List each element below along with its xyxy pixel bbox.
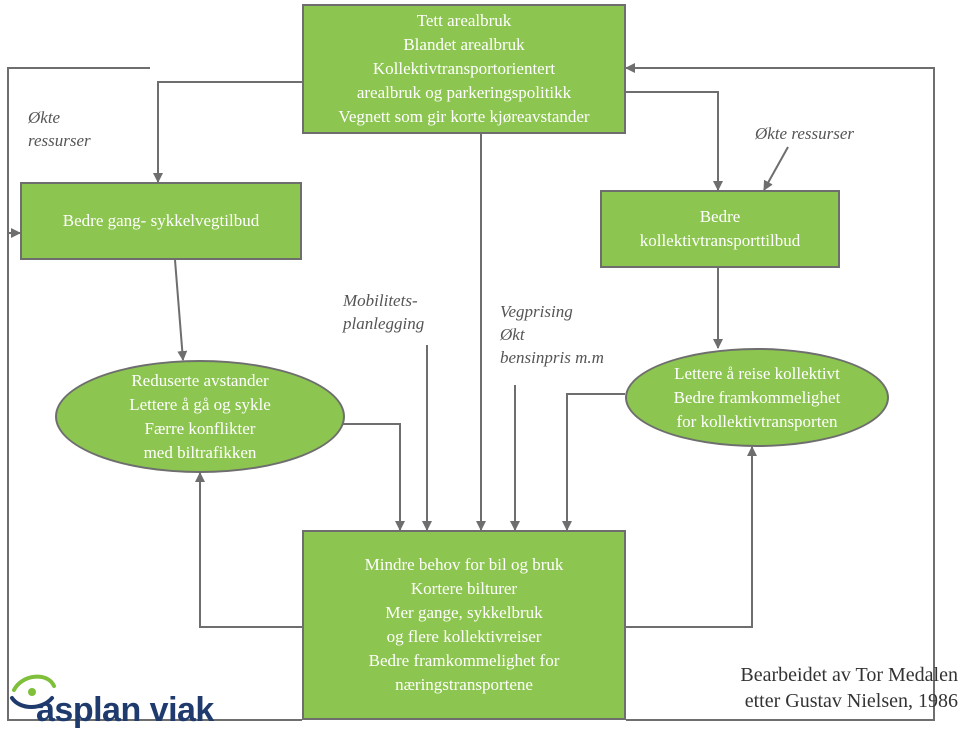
box-arealbruk-line: arealbruk og parkeringspolitikk xyxy=(356,83,572,102)
box-arealbruk-line: Tett arealbruk xyxy=(416,11,512,30)
box-arealbruk-line: Vegnett som gir korte kjøreavstander xyxy=(338,107,590,126)
arrow-left-to-oval xyxy=(174,259,188,361)
box-arealbruk: Tett arealbruk Blandet arealbruk Kollekt… xyxy=(302,4,626,134)
oval-left-line: Færre konflikter xyxy=(144,418,256,438)
box-arealbruk-line: Kollektivtransportorientert xyxy=(372,59,556,78)
box-gang-sykkel: Bedre gang- sykkelvegtilbud xyxy=(20,182,302,260)
feedback-loop-left xyxy=(7,67,302,721)
box-arealbruk-line: Blandet arealbruk xyxy=(403,35,525,54)
box-kollektiv-line: Bedre xyxy=(699,207,741,226)
asplan-viak-logo-text: asplan viak xyxy=(36,691,214,729)
note-okte-ressurser-left: Økte ressurser xyxy=(28,106,91,152)
note-line: Økte ressurser xyxy=(755,124,854,143)
credit-line: Bearbeidet av Tor Medalen xyxy=(740,664,958,686)
arrow-top-to-left xyxy=(153,81,302,183)
note-line: Økte xyxy=(28,108,61,127)
box-kollektiv-line: kollektivtransporttilbud xyxy=(639,231,801,250)
box-kollektiv: Bedre kollektivtransporttilbud xyxy=(600,190,840,268)
note-vegprising: Vegprising Økt bensinpris m.m xyxy=(500,300,604,369)
note-okte-ressurser-right: Økte ressurser xyxy=(755,122,854,145)
asplan-viak-logo-mark xyxy=(10,674,56,709)
note-line: bensinpris m.m xyxy=(500,348,604,367)
oval-left-line: Reduserte avstander xyxy=(131,370,269,390)
note-line: Mobilitets- xyxy=(343,291,418,310)
note-line: Vegprising xyxy=(500,302,573,321)
arrow-bottom-to-oval-right xyxy=(626,446,757,628)
oval-left-line: med biltrafikken xyxy=(143,442,257,462)
box-mindre-behov: Mindre behov for bil og bruk Kortere bil… xyxy=(302,530,626,720)
arrow-bottom-to-oval-left xyxy=(195,472,302,628)
box-mindre-behov-line: Kortere bilturer xyxy=(410,579,518,598)
credit-line: etter Gustav Nielsen, 1986 xyxy=(744,690,958,712)
note-mobilitetsplanlegging: Mobilitets- planlegging xyxy=(343,289,424,335)
box-mindre-behov-line: næringstransportene xyxy=(395,675,533,694)
note-line: planlegging xyxy=(343,314,425,333)
arrow-oval-right-to-bottom xyxy=(562,393,625,531)
oval-right-line: Lettere å reise kollektivt xyxy=(674,363,840,383)
oval-lettere-kollektivt: Lettere å reise kollektivt Bedre framkom… xyxy=(625,348,889,447)
note-line: Økt xyxy=(500,325,525,344)
arrow-top-to-right xyxy=(626,91,723,191)
credit-text: Bearbeidet av Tor Medalen etter Gustav N… xyxy=(740,662,958,714)
oval-right-line: for kollektivtransporten xyxy=(676,411,838,431)
oval-right-line: Bedre framkommelighet xyxy=(673,387,841,407)
box-gang-sykkel-line: Bedre gang- sykkelvegtilbud xyxy=(62,211,260,230)
note-line: ressurser xyxy=(28,131,91,150)
arrow-okte-right xyxy=(763,146,789,191)
oval-left-line: Lettere å gå og sykle xyxy=(129,394,271,414)
box-mindre-behov-line: Mindre behov for bil og bruk xyxy=(364,555,564,574)
box-mindre-behov-line: og flere kollektivreiser xyxy=(386,627,542,646)
feedback-loop-right xyxy=(625,63,935,721)
box-mindre-behov-line: Mer gange, sykkelbruk xyxy=(385,603,543,622)
box-mindre-behov-line: Bedre framkommelighet for xyxy=(368,651,560,670)
oval-reduserte-avstander: Reduserte avstander Lettere å gå og sykl… xyxy=(55,360,345,473)
